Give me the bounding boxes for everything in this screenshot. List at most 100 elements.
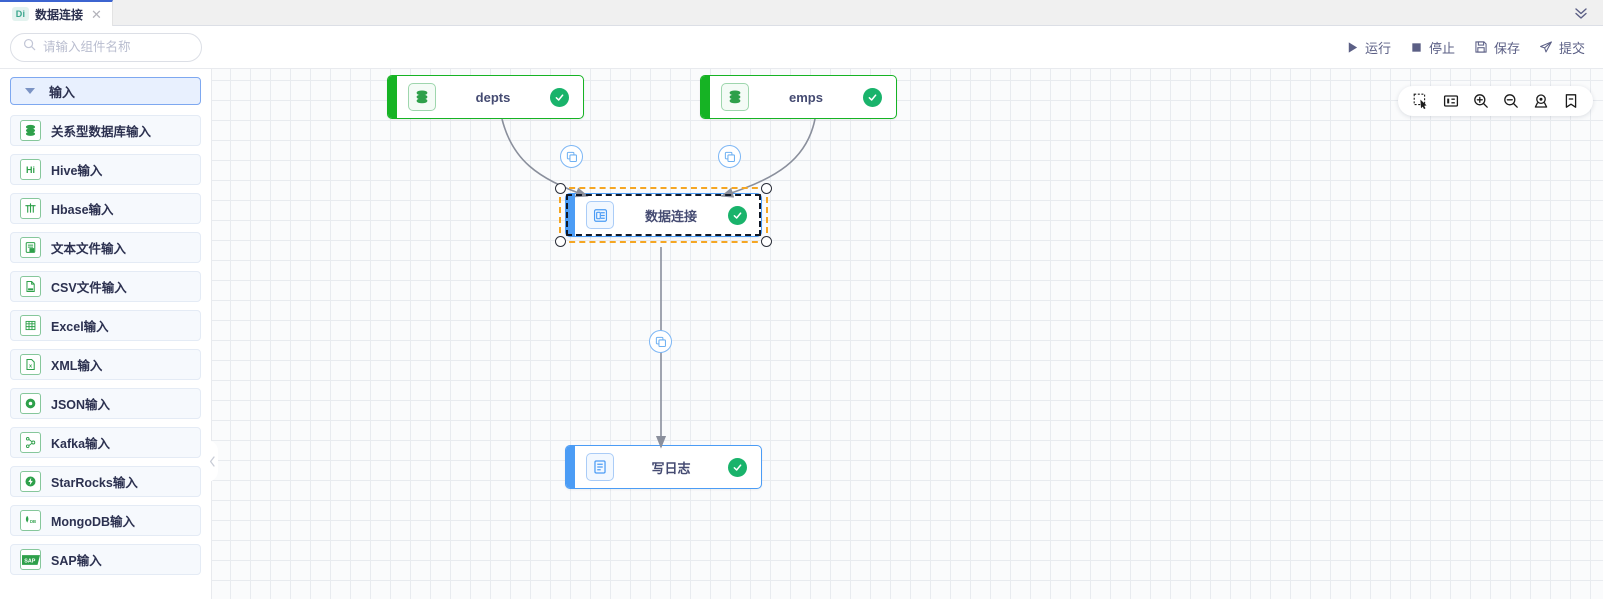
hive-icon: Hi <box>20 159 41 180</box>
tab-title: 数据连接 <box>35 7 84 22</box>
action-buttons: 运行 停止 保存 <box>1346 38 1603 57</box>
tab-type-badge: Di <box>12 7 29 21</box>
mongodb-icon: DB <box>20 510 41 531</box>
sidebar-item-label: 文本文件输入 <box>51 242 127 256</box>
svg-text:x: x <box>29 363 33 369</box>
status-badge-success <box>728 457 747 477</box>
edge-badge-join-log[interactable] <box>649 330 672 353</box>
status-badge-success <box>550 87 569 107</box>
sidebar-item-label: Kafka输入 <box>51 437 111 451</box>
kafka-icon <box>20 432 41 453</box>
sidebar-item-csv-file-input[interactable]: CSV文件输入 <box>10 271 201 302</box>
search-wrapper <box>0 32 202 62</box>
status-badge-success <box>728 205 747 225</box>
node-accent-bar <box>388 76 397 118</box>
sidebar-item-label: StarRocks输入 <box>51 476 138 490</box>
submit-button-label: 提交 <box>1558 40 1585 56</box>
sidebar-item-kafka-input[interactable]: Kafka输入 <box>10 427 201 458</box>
flow-node-depts[interactable]: depts <box>387 75 584 119</box>
svg-text:SAP: SAP <box>24 558 35 564</box>
log-icon <box>586 453 614 481</box>
floppy-disk-icon <box>1474 40 1488 54</box>
node-accent-bar <box>566 446 575 488</box>
run-button[interactable]: 运行 <box>1346 38 1391 57</box>
flow-node-data-join[interactable]: 数据连接 <box>565 193 762 237</box>
edge-badge-emps-join[interactable] <box>718 145 741 168</box>
excel-icon <box>20 315 41 336</box>
edge-layer <box>501 118 816 449</box>
database-icon <box>408 83 436 111</box>
zoom-in-icon[interactable] <box>1472 93 1489 110</box>
flow-node-write-log[interactable]: 写日志 <box>565 445 762 489</box>
join-icon <box>586 201 614 229</box>
database-icon <box>20 120 41 141</box>
sidebar-item-label: 关系型数据库输入 <box>51 125 152 139</box>
edge-depts-join <box>501 118 589 198</box>
sidebar-item-mongodb-input[interactable]: DB MongoDB输入 <box>10 505 201 536</box>
search-box[interactable] <box>10 32 202 62</box>
locate-node-icon[interactable] <box>1532 93 1549 110</box>
sidebar-group-input[interactable]: 输入 <box>10 77 201 105</box>
sidebar-item-json-input[interactable]: JSON输入 <box>10 388 201 419</box>
bookmark-icon[interactable] <box>1562 93 1579 110</box>
submit-button[interactable]: 提交 <box>1539 38 1585 57</box>
text-file-icon <box>20 237 41 258</box>
stop-button[interactable]: 停止 <box>1410 38 1455 57</box>
sidebar-group-label: 输入 <box>49 84 76 100</box>
sidebar-item-starrocks-input[interactable]: StarRocks输入 <box>10 466 201 497</box>
sidebar-item-hive-input[interactable]: Hi Hive输入 <box>10 154 201 185</box>
tab-bar: Di 数据连接 ✕ <box>0 0 1603 26</box>
hbase-icon <box>20 198 41 219</box>
marquee-select-icon[interactable] <box>1412 93 1429 110</box>
node-body: 数据连接 <box>575 194 761 236</box>
save-button[interactable]: 保存 <box>1474 38 1520 57</box>
flow-canvas[interactable]: depts emps <box>212 69 1603 599</box>
edge-emps-join <box>720 118 816 198</box>
send-icon <box>1539 40 1553 54</box>
play-icon <box>1346 41 1359 54</box>
close-icon[interactable]: ✕ <box>91 6 102 22</box>
node-title: depts <box>475 89 511 105</box>
save-button-label: 保存 <box>1493 40 1520 56</box>
collapse-sidebar-handle[interactable] <box>207 440 218 482</box>
starrocks-icon <box>20 471 41 492</box>
status-badge-success <box>863 87 882 107</box>
sidebar-item-sap-input[interactable]: SAP SAP输入 <box>10 544 201 575</box>
node-accent-bar <box>701 76 710 118</box>
edge-badge-depts-join[interactable] <box>560 145 583 168</box>
node-body: 写日志 <box>575 446 761 488</box>
sidebar-item-label: Excel输入 <box>51 320 109 334</box>
sidebar-item-text-file-input[interactable]: 文本文件输入 <box>10 232 201 263</box>
zoom-out-icon[interactable] <box>1502 93 1519 110</box>
node-title: emps <box>789 89 823 105</box>
node-accent-bar <box>566 194 575 236</box>
tab-data-connection[interactable]: Di 数据连接 ✕ <box>0 0 113 26</box>
stop-icon <box>1410 41 1423 54</box>
sidebar-item-label: XML输入 <box>51 359 103 373</box>
sidebar-item-rdb-input[interactable]: 关系型数据库输入 <box>10 115 201 146</box>
search-input[interactable] <box>43 40 183 54</box>
sidebar-item-excel-input[interactable]: Excel输入 <box>10 310 201 341</box>
fit-screen-icon[interactable] <box>1442 93 1459 110</box>
flow-node-emps[interactable]: emps <box>700 75 897 119</box>
sap-icon: SAP <box>20 549 41 570</box>
node-title: 数据连接 <box>644 208 697 224</box>
sidebar-item-xml-input[interactable]: x XML输入 <box>10 349 201 380</box>
stop-button-label: 停止 <box>1428 40 1455 56</box>
canvas-toolbar <box>1398 86 1593 116</box>
sidebar-item-label: JSON输入 <box>51 398 111 412</box>
json-icon <box>20 393 41 414</box>
double-chevron-down-icon[interactable] <box>1573 5 1589 21</box>
sidebar-item-label: MongoDB输入 <box>51 515 136 529</box>
tab-bar-right <box>1573 0 1603 25</box>
action-bar: 运行 停止 保存 <box>0 26 1603 69</box>
sidebar-item-hbase-input[interactable]: Hbase输入 <box>10 193 201 224</box>
search-icon <box>23 38 36 56</box>
node-body: depts <box>397 76 583 118</box>
sidebar-item-label: Hive输入 <box>51 164 103 178</box>
database-icon <box>721 83 749 111</box>
component-sidebar: 输入 关系型数据库输入 Hi Hive输入 Hb <box>0 69 212 599</box>
xml-file-icon: x <box>20 354 41 375</box>
node-title: 写日志 <box>651 460 691 476</box>
